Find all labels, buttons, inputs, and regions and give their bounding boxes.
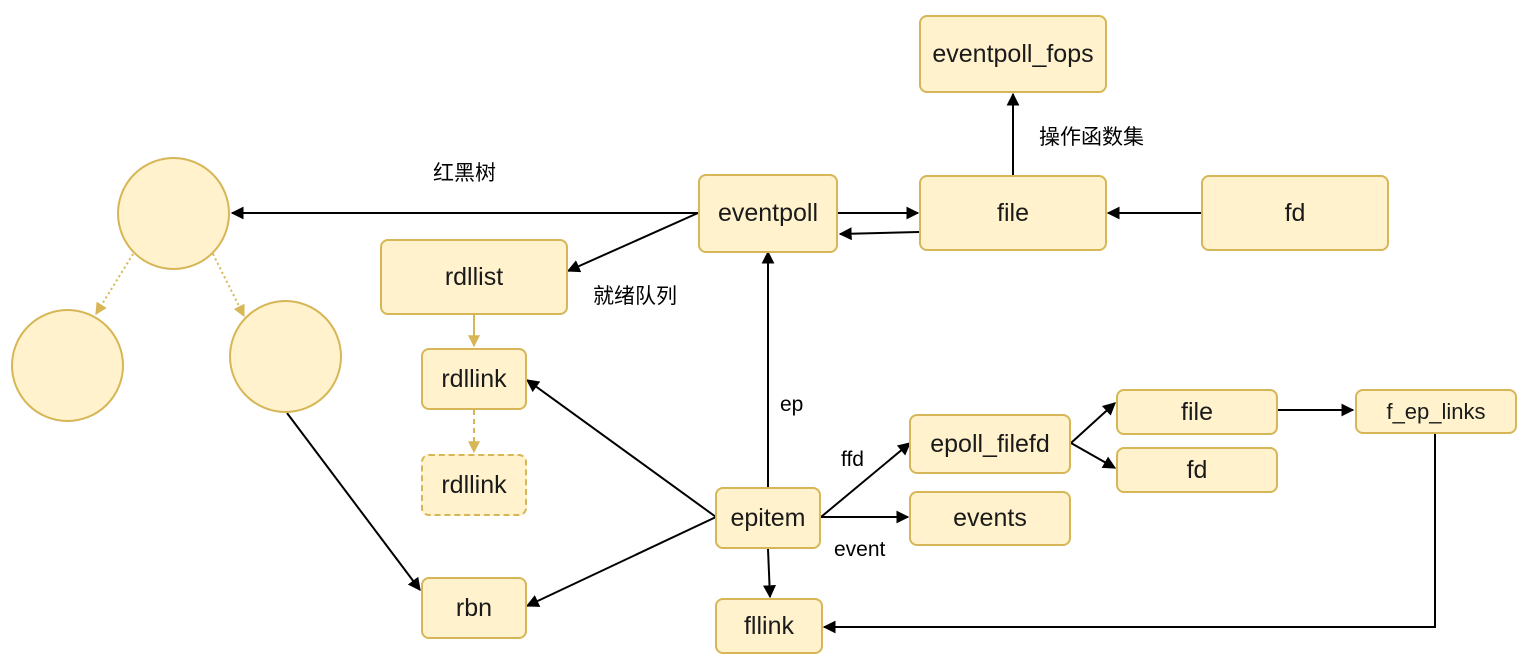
node-epitem: epitem: [715, 487, 821, 549]
edge-tree-right: [212, 253, 245, 318]
label-ep: ep: [780, 393, 804, 416]
label-red-black-tree: 红黑树: [433, 162, 496, 185]
node-fd-top: fd: [1201, 175, 1389, 251]
edge-circle-to-rbn: [286, 412, 421, 592]
edge-filefd-to-fd: [1070, 442, 1117, 469]
label-ops-set: 操作函数集: [1039, 126, 1144, 149]
tree-left-circle: [11, 309, 124, 422]
node-file-top: file: [919, 175, 1107, 251]
node-file-right: file: [1116, 389, 1278, 435]
node-rdllink-dashed: rdllink: [421, 454, 527, 516]
node-epoll-filefd: epoll_filefd: [909, 414, 1071, 474]
node-rdllist: rdllist: [380, 239, 568, 315]
label-ffd: ffd: [841, 448, 864, 471]
node-eventpoll-fops: eventpoll_fops: [919, 15, 1107, 93]
edge-eventpoll-to-rdllist: [566, 212, 699, 273]
label-event: event: [834, 538, 886, 561]
edge-epitem-to-rdllink: [525, 379, 717, 518]
edge-fep-to-fllink: [822, 434, 1436, 634]
edge-tree-left: [95, 253, 134, 316]
node-rdllink: rdllink: [421, 348, 527, 410]
label-ready-queue: 就绪队列: [593, 285, 677, 308]
tree-right-circle: [229, 300, 342, 413]
edge-epitem-to-rbn: [525, 516, 717, 607]
node-events: events: [909, 491, 1071, 546]
edge-epitem-to-fllink: [763, 548, 777, 599]
node-eventpoll: eventpoll: [698, 174, 838, 253]
node-fd-right: fd: [1116, 447, 1278, 493]
node-fllink: fllink: [715, 598, 823, 654]
edge-filefd-to-file: [1070, 402, 1116, 444]
tree-root-circle: [117, 157, 230, 270]
node-rbn: rbn: [421, 577, 527, 639]
edge-file-to-eventpoll: [838, 227, 920, 241]
node-f-ep-links: f_ep_links: [1355, 389, 1517, 434]
edge-epitem-to-filefd: [820, 442, 911, 518]
